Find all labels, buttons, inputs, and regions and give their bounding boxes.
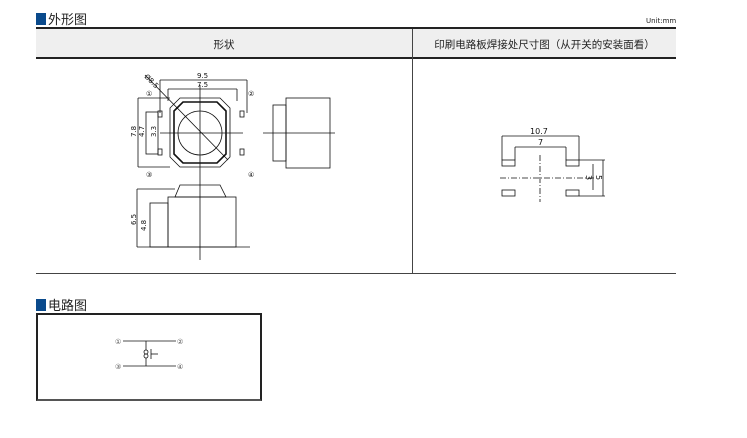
- pin-1-label: ①: [146, 90, 152, 98]
- dim-9-5: 9.5: [197, 72, 208, 80]
- circuit-pin-2: ②: [177, 338, 183, 346]
- title-marker: [36, 298, 46, 311]
- unit-label: Unit:mm: [646, 17, 677, 25]
- circuit-pin-1: ①: [115, 338, 121, 346]
- header-shape: 形状: [213, 39, 235, 51]
- pin-3-label: ③: [146, 171, 152, 179]
- title-marker: [36, 12, 46, 25]
- circuit-section-title: 电路图: [36, 295, 87, 314]
- circuit-title-text: 电路图: [48, 299, 88, 314]
- column-divider: [412, 29, 413, 273]
- circuit-box: ① ② ③ ④: [36, 313, 262, 401]
- circuit-diagram: ① ② ③ ④: [115, 338, 183, 371]
- circuit-pin-3: ③: [115, 363, 121, 371]
- dim-7: 7: [538, 138, 543, 147]
- dim-3: 3: [584, 175, 593, 180]
- table-header: 形状 印刷电路板焊接处尺寸图（从开关的安装面看）: [36, 29, 676, 59]
- dim-3-3: 3.3: [150, 126, 158, 137]
- pin-2-label: ②: [248, 90, 254, 98]
- dim-10-7: 10.7: [530, 127, 548, 136]
- outline-title-text: 外形图: [48, 13, 88, 28]
- dim-4-8: 4.8: [140, 220, 148, 231]
- pin-4-label: ④: [248, 171, 254, 179]
- dim-7-5: 7.5: [197, 81, 208, 89]
- dim-4-7: 4.7: [138, 126, 146, 137]
- outline-table: 形状 印刷电路板焊接处尺寸图（从开关的安装面看）: [36, 27, 676, 274]
- dim-5: 5: [594, 175, 603, 180]
- circuit-pin-4: ④: [177, 363, 183, 371]
- dim-6-5: 6.5: [130, 214, 138, 225]
- header-pcb: 印刷电路板焊接处尺寸图（从开关的安装面看）: [434, 39, 655, 51]
- outline-section-title: 外形图: [36, 9, 87, 28]
- pcb-footprint-drawing: 10.7 7 3 5: [500, 127, 605, 202]
- shape-drawing: 9.5 7.5 Ø8.5 7.8 4.7 3.3 6.5 4.8 ① ② ③ ④: [130, 72, 335, 260]
- dim-7-8: 7.8: [130, 126, 138, 137]
